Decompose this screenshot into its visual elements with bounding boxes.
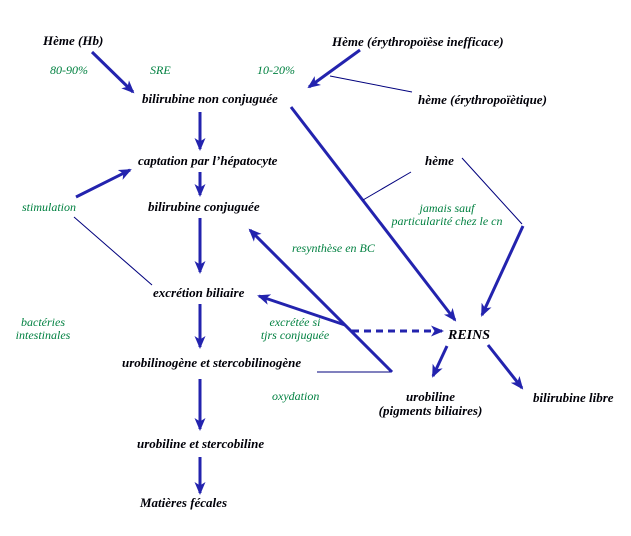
node-bilirubine-conjuguee: bilirubine conjuguée: [148, 199, 260, 214]
node-urobiline-line2: (pigments biliaires): [378, 403, 483, 418]
node-heme: hème: [425, 153, 454, 168]
label-jamais-sauf-line2: particularité chez le cn: [391, 214, 503, 228]
label-excretee-si-conjuguee: excrétée si tjrs conjuguée: [254, 316, 336, 342]
label-excretee-line1: excrétée si: [269, 315, 321, 329]
arrow-reins-to-bilirubine-libre: [486, 344, 524, 390]
node-urobiline-pigments: urobiline (pigments biliaires): [374, 390, 487, 418]
label-resynthese-bc: resynthèse en BC: [292, 241, 375, 255]
label-bacteries-line1: bactéries: [21, 315, 65, 329]
label-80-90-pct: 80-90%: [50, 63, 88, 77]
node-reins: REINS: [448, 328, 491, 343]
node-heme-erythropoiese-inefficace: Hème (érythropoïèse inefficace): [332, 34, 504, 49]
arrow-stimulation-to-captation: [75, 168, 132, 199]
line-stimulation-to-excretion: [73, 216, 153, 286]
label-bacteries-line2: intestinales: [15, 328, 71, 342]
node-heme-hb: Hème (Hb): [43, 33, 104, 48]
node-bilirubine-libre: bilirubine libre: [533, 390, 614, 405]
arrow-heme-to-reins: [480, 225, 525, 317]
arrow-reins-to-urobiline: [431, 345, 449, 378]
label-excretee-line2: tjrs conjuguée: [260, 328, 330, 342]
line-heme-left-connector: [362, 171, 412, 201]
line-heme-right-connector: [461, 157, 523, 225]
arrow-bnc-to-reins: [289, 106, 457, 322]
label-bacteries-intestinales: bactéries intestinales: [6, 316, 80, 342]
node-urobilinogene-stercobilinogene: urobilinogène et stercobilinogène: [122, 355, 302, 370]
arrow-heme-hb-to-bnc: [90, 50, 135, 94]
node-excretion-biliaire: excrétion biliaire: [153, 285, 245, 300]
line-heme-eryth-connector: [329, 75, 413, 93]
node-heme-erythropoietique: hème (érythropoïètique): [418, 92, 547, 107]
label-sre: SRE: [150, 63, 171, 77]
node-bilirubine-non-conjuguee: bilirubine non conjuguée: [142, 91, 278, 106]
label-oxydation: oxydation: [272, 389, 320, 403]
node-urobiline-stercobiline: urobiline et stercobiline: [137, 436, 265, 451]
arrow-to-excretion-excretee: [257, 294, 346, 327]
label-stimulation: stimulation: [22, 200, 77, 214]
node-matieres-fecales: Matières fécales: [140, 495, 228, 510]
arrow-urobilinogene-to-bc-resynthese: [248, 228, 394, 374]
arrow-heme-ineff-to-bnc: [307, 48, 361, 89]
node-captation-hepatocyte: captation par l’hépatocyte: [138, 153, 278, 168]
label-10-20-pct: 10-20%: [257, 63, 295, 77]
label-jamais-sauf-line1: jamais sauf: [419, 201, 475, 215]
label-jamais-sauf: jamais sauf particularité chez le cn: [390, 202, 504, 228]
node-urobiline-line1: urobiline: [405, 389, 456, 404]
